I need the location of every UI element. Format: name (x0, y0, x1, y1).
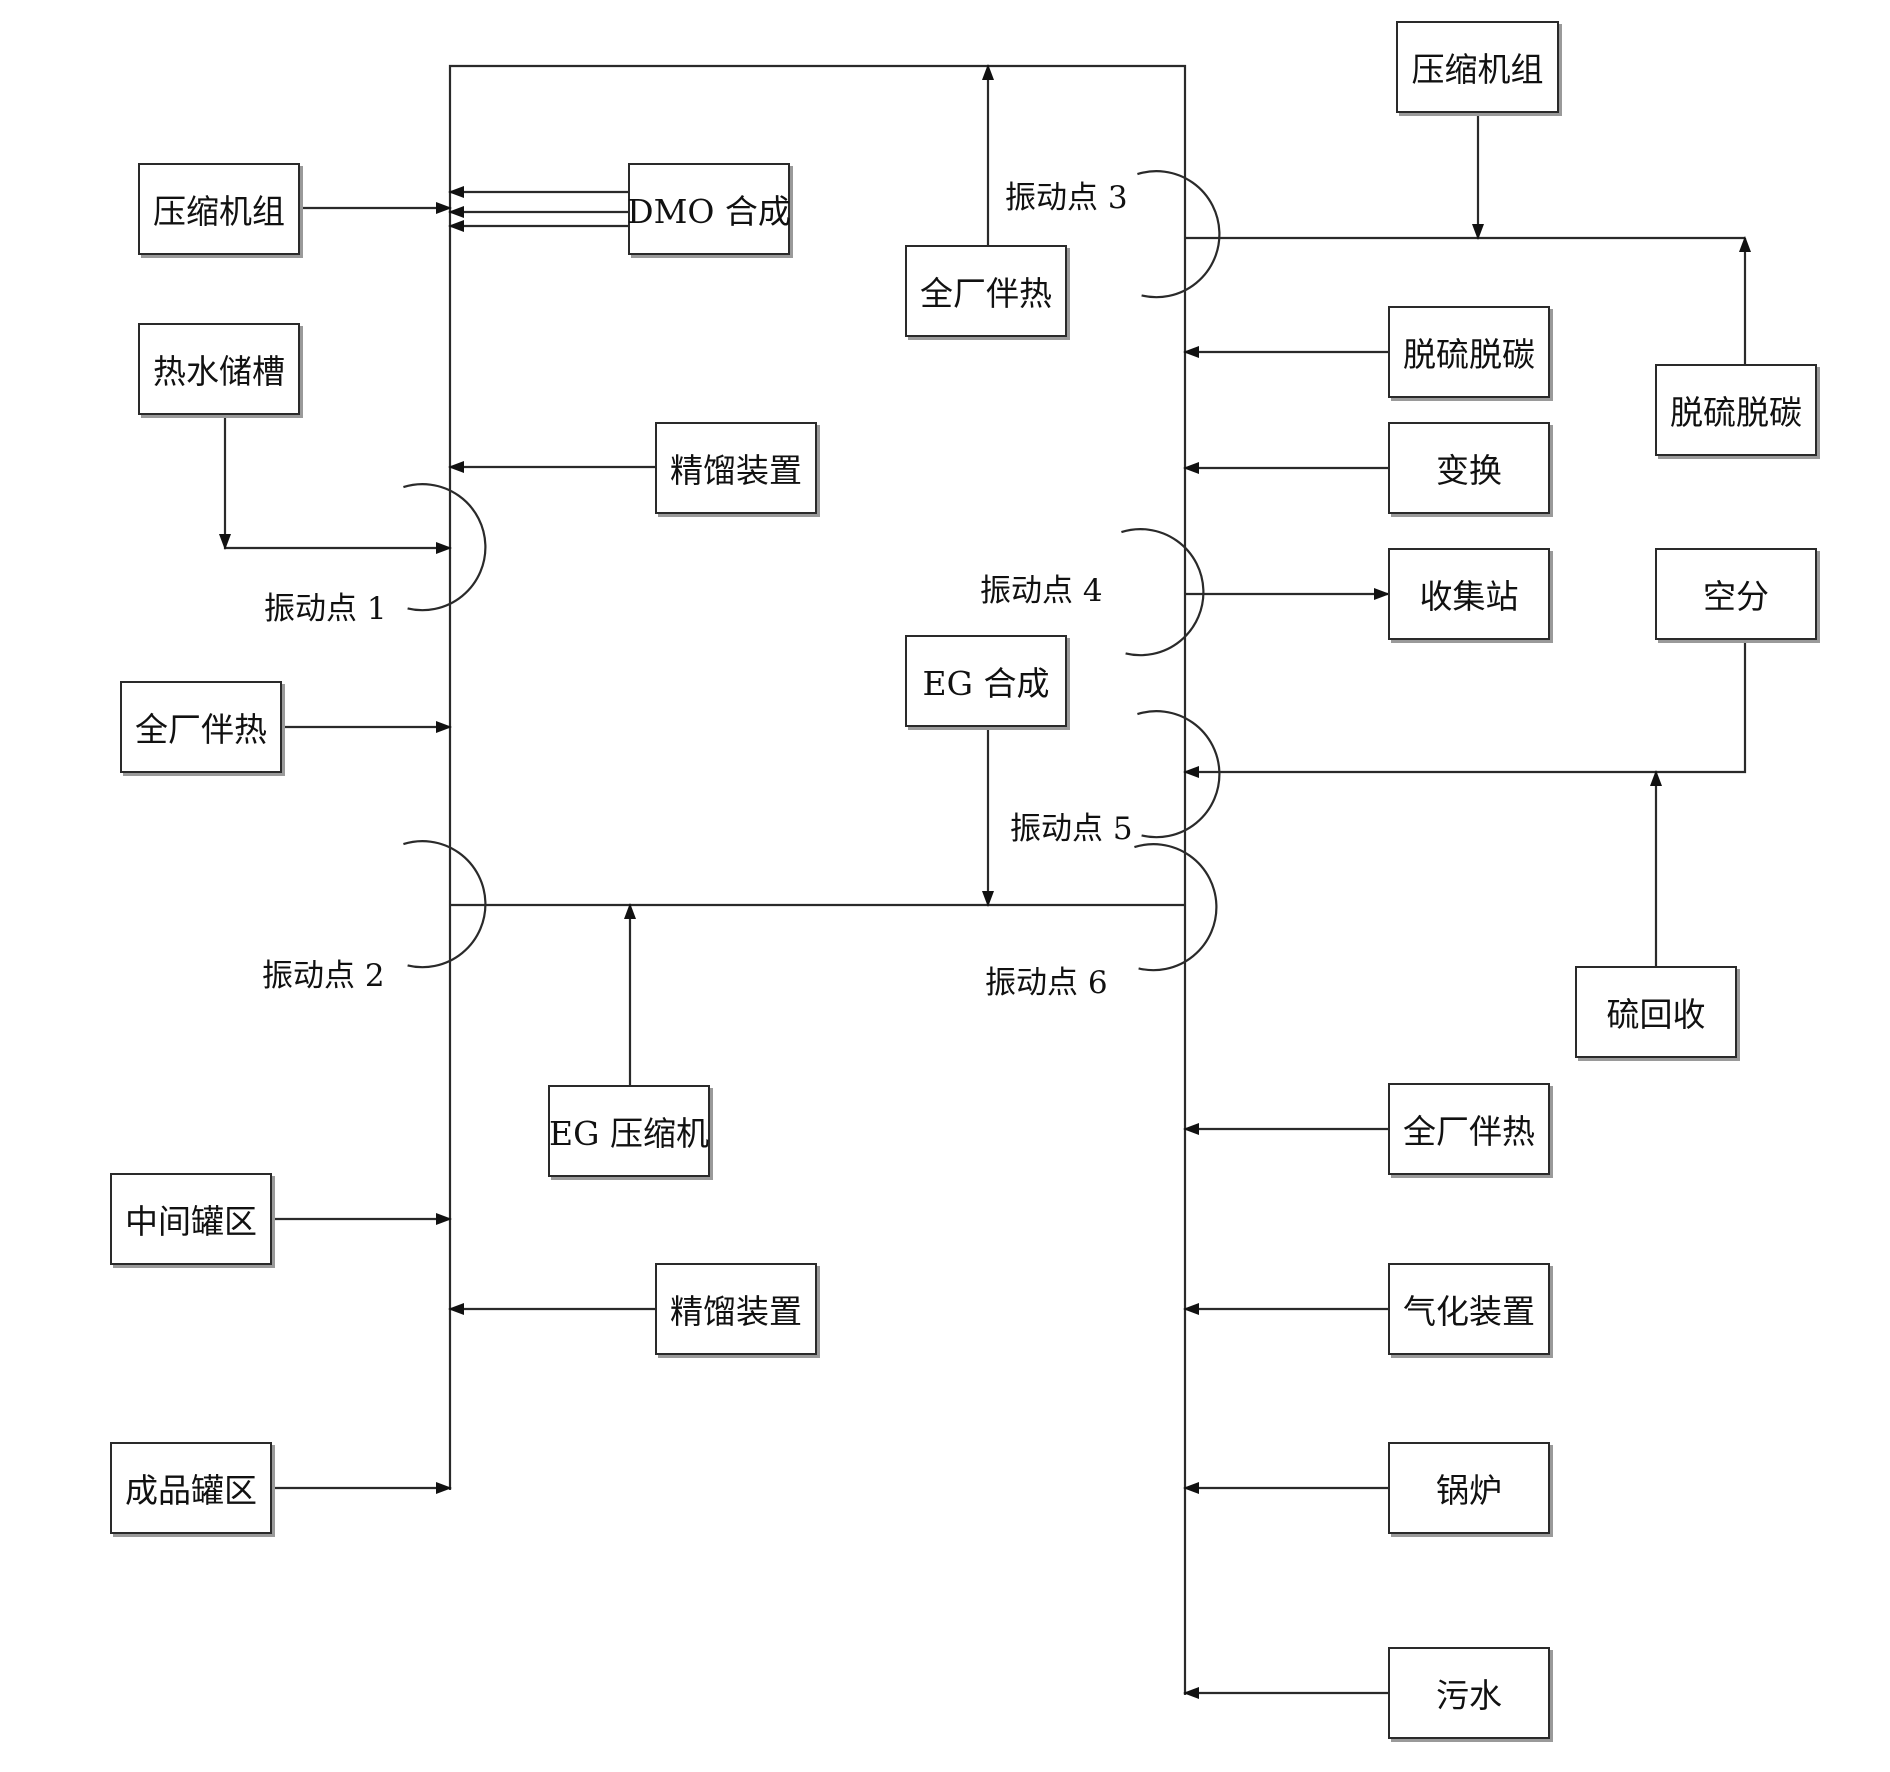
arrow-hot-water-right (436, 542, 452, 554)
vibration-marker-1 (403, 483, 487, 612)
node-distillation-lower: 精馏装置 (655, 1263, 817, 1355)
node-desulfur-decarbon-outer: 脱硫脱碳 (1655, 364, 1817, 456)
vibration-label-2: 振动点 2 (262, 958, 385, 994)
pipe-air-separation (1185, 640, 1747, 774)
node-hot-water-tank: 热水储槽 (138, 323, 300, 415)
arrow-compressor-left (436, 202, 452, 214)
arrow-collection-station (1374, 588, 1390, 600)
left-main-pipe (448, 64, 1187, 1695)
vibration-marker-2 (403, 840, 487, 969)
vibration-marker-5 (1137, 710, 1221, 839)
node-plant-heat-tracing-left: 全厂伴热 (120, 681, 282, 773)
arrow-eg-synthesis (982, 891, 994, 907)
arrow-sulfur-recovery (1650, 770, 1662, 786)
arrow-compressor-right (1472, 224, 1484, 240)
arrow-dmo-2 (448, 206, 464, 218)
arrow-dmo-1 (448, 186, 464, 198)
vibration-label-4: 振动点 4 (980, 573, 1103, 609)
node-plant-heat-tracing-top: 全厂伴热 (905, 245, 1067, 337)
arrow-intermediate-tank (436, 1213, 452, 1225)
arrow-dmo-3 (448, 220, 464, 232)
arrow-product-tank (436, 1482, 452, 1494)
node-air-separation: 空分 (1655, 548, 1817, 640)
arrow-gasification (1183, 1303, 1199, 1315)
node-eg-synthesis: EG 合成 (905, 635, 1067, 727)
node-boiler: 锅炉 (1388, 1442, 1550, 1534)
node-product-tank-area: 成品罐区 (110, 1442, 272, 1534)
node-plant-heat-tracing-right: 全厂伴热 (1388, 1083, 1550, 1175)
arrow-heat-tracing-top (982, 64, 994, 80)
arrow-distillation-lower (448, 1303, 464, 1315)
node-distillation-upper: 精馏装置 (655, 422, 817, 514)
node-eg-compressor: EG 压缩机 (548, 1085, 710, 1177)
arrow-heat-tracing-left (436, 721, 452, 733)
arrow-hot-water-down (219, 534, 231, 550)
node-shift-conversion: 变换 (1388, 422, 1550, 514)
arrow-eg-compressor (624, 903, 636, 919)
node-compressor-left: 压缩机组 (138, 163, 300, 255)
arrow-shift (1183, 462, 1199, 474)
arrow-distillation-upper (448, 461, 464, 473)
vibration-marker-6 (1134, 843, 1218, 972)
vibration-label-1: 振动点 1 (264, 591, 387, 627)
vibration-label-5: 振动点 5 (1010, 811, 1133, 847)
node-sewage: 污水 (1388, 1647, 1550, 1739)
arrow-boiler (1183, 1482, 1199, 1494)
pipe-hot-water-tank (223, 415, 450, 550)
node-dmo-synthesis: DMO 合成 (627, 163, 791, 255)
vibration-marker-4 (1121, 528, 1205, 657)
vibration-marker-3 (1137, 170, 1221, 299)
arrow-point5 (1183, 766, 1199, 778)
node-gasification-unit: 气化装置 (1388, 1263, 1550, 1355)
arrow-desulfur-inner (1183, 346, 1199, 358)
arrow-heat-tracing-right (1183, 1123, 1199, 1135)
vibration-label-6: 振动点 6 (985, 965, 1108, 1001)
vibration-label-3: 振动点 3 (1005, 180, 1128, 216)
node-collection-station: 收集站 (1388, 548, 1550, 640)
node-compressor-right: 压缩机组 (1396, 21, 1559, 113)
arrow-desulfur-outer (1739, 236, 1751, 252)
node-desulfur-decarbon-inner: 脱硫脱碳 (1388, 306, 1550, 398)
arrow-sewage (1183, 1687, 1199, 1699)
node-sulfur-recovery: 硫回收 (1575, 966, 1737, 1058)
node-intermediate-tank-area: 中间罐区 (110, 1173, 272, 1265)
